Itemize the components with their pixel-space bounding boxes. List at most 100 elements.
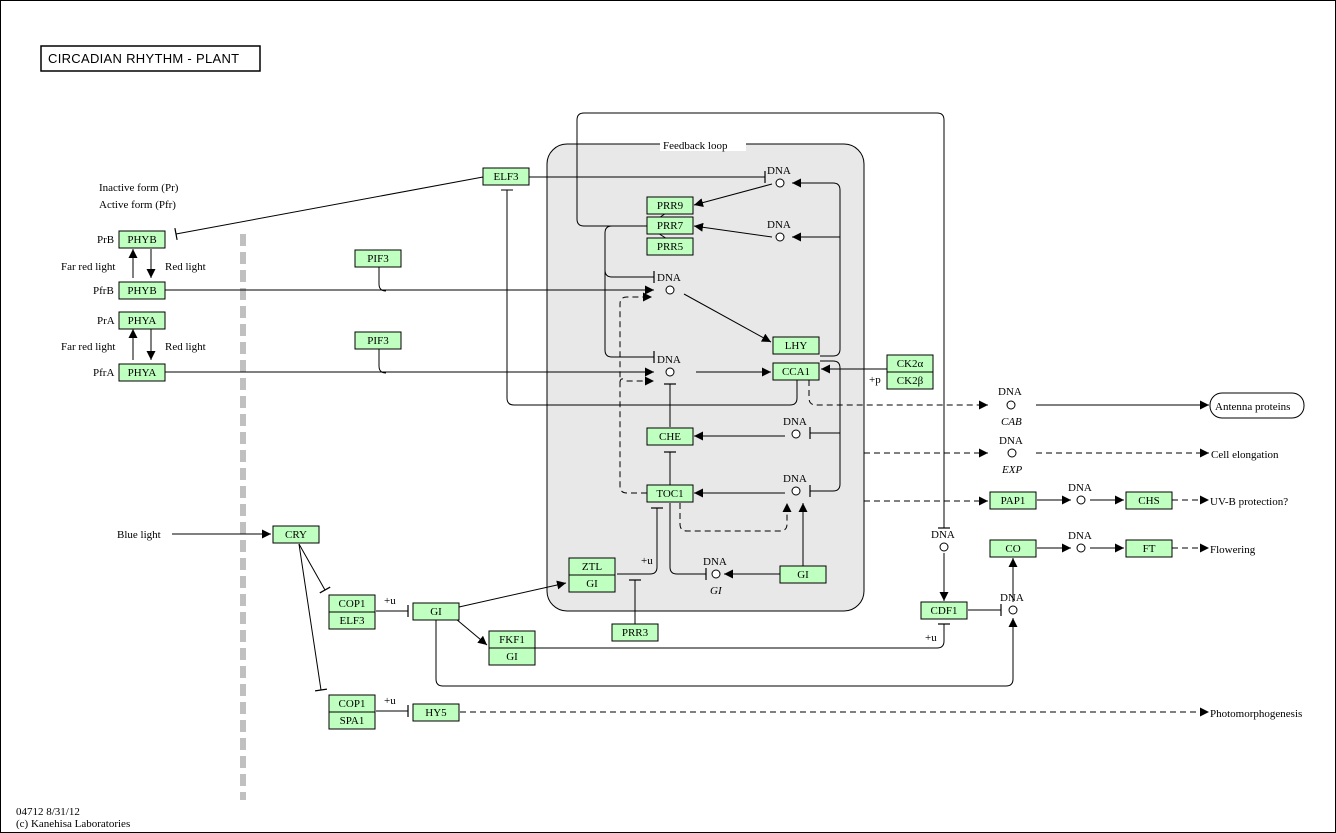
gene-label: ELF3 — [339, 615, 365, 627]
gene-label: PAP1 — [1001, 495, 1026, 507]
label-far-red-1: Far red light — [61, 261, 115, 273]
gene-label: GI — [506, 651, 518, 663]
gene-co[interactable]: CO — [989, 539, 1037, 558]
dna-node-lhy: DNA — [657, 272, 681, 295]
gene-chs[interactable]: CHS — [1125, 491, 1173, 510]
label-plus-u-ztl: +u — [641, 555, 653, 567]
label-red-1: Red light — [165, 261, 206, 273]
gene-label: PRR5 — [657, 241, 684, 253]
footer-copyright: (c) Kanehisa Laboratories — [16, 818, 130, 830]
dna-label: DNA — [657, 354, 681, 366]
gene-lhy[interactable]: LHY — [772, 336, 820, 355]
gene-label: PHYA — [128, 315, 157, 327]
label-pra: PrA — [97, 315, 115, 327]
dna-label: DNA — [1000, 592, 1024, 604]
gene-prr3[interactable]: PRR3 — [611, 623, 659, 642]
gene-label: CK2α — [897, 358, 924, 370]
gene-label: PIF3 — [367, 335, 389, 347]
label-cell-elongation: Cell elongation — [1211, 449, 1279, 461]
gene-elf3-b[interactable]: ELF3 — [328, 611, 376, 630]
gene-gi-main[interactable]: GI — [412, 602, 460, 621]
label-plus-u-cop1-spa1: +u — [384, 695, 396, 707]
gene-phyb-pr[interactable]: PHYB — [118, 230, 166, 249]
dna-node-prr7: DNA — [767, 219, 791, 242]
label-plus-p: +p — [869, 374, 881, 386]
dna-node-cdf1: DNA — [931, 529, 955, 552]
gene-fkf1-gi[interactable]: GI — [488, 647, 536, 666]
gene-label: HY5 — [425, 707, 447, 719]
label-gi-italic: GI — [710, 585, 723, 597]
gene-label: TOC1 — [656, 488, 683, 500]
dna-label: DNA — [999, 435, 1023, 447]
gene-label: PRR9 — [657, 200, 684, 212]
gene-spa1[interactable]: SPA1 — [328, 711, 376, 730]
label-exp: EXP — [1001, 464, 1022, 476]
gene-label: PRR3 — [622, 627, 649, 639]
gene-elf3[interactable]: ELF3 — [482, 167, 530, 186]
dna-node-top: DNA — [767, 165, 791, 188]
gene-pif3-b[interactable]: PIF3 — [354, 331, 402, 350]
legend-active: Active form (Pfr) — [99, 199, 176, 211]
label-red-2: Red light — [165, 341, 206, 353]
gene-pif3-a[interactable]: PIF3 — [354, 249, 402, 268]
dna-label: DNA — [767, 219, 791, 231]
gene-ck2b[interactable]: CK2β — [886, 371, 934, 390]
label-plus-u-cop1-elf3: +u — [384, 595, 396, 607]
gene-cca1[interactable]: CCA1 — [772, 362, 820, 381]
gene-gi-loop[interactable]: GI — [779, 565, 827, 584]
gene-cdf1[interactable]: CDF1 — [920, 601, 968, 620]
gene-ft[interactable]: FT — [1125, 539, 1173, 558]
dna-label: DNA — [1068, 530, 1092, 542]
antenna-proteins-node: Antenna proteins — [1209, 392, 1305, 419]
edges — [128, 112, 1209, 717]
dna-node-toc1: DNA — [783, 473, 807, 496]
gene-prr5[interactable]: PRR5 — [646, 237, 694, 256]
genes: ELF3 PHYB PHYB PHYA PHYA PIF3 PIF3 PRR9 … — [118, 167, 1173, 730]
gene-cop1-a[interactable]: COP1 — [328, 594, 376, 613]
feedback-label-bg — [660, 137, 746, 151]
dna-label: DNA — [998, 386, 1022, 398]
label-antenna-proteins: Antenna proteins — [1215, 401, 1290, 413]
dna-node-cca1: DNA — [657, 354, 681, 377]
dna-node-ft: DNA — [1068, 530, 1092, 553]
feedback-loop-label: Feedback loop — [663, 140, 728, 152]
gene-ck2a[interactable]: CK2α — [886, 354, 934, 373]
gene-label: CHE — [659, 431, 681, 443]
gene-fkf1[interactable]: FKF1 — [488, 630, 536, 649]
gene-phya-pr[interactable]: PHYA — [118, 311, 166, 330]
gene-label: GI — [430, 606, 442, 618]
gene-label: SPA1 — [340, 715, 365, 727]
gene-ztl[interactable]: ZTL — [568, 557, 616, 576]
dna-label: DNA — [1068, 482, 1092, 494]
dna-node-chs: DNA — [1068, 482, 1092, 505]
gene-label: CO — [1005, 543, 1020, 555]
gene-phya-pfr[interactable]: PHYA — [118, 363, 166, 382]
label-prb: PrB — [97, 234, 114, 246]
label-blue-light: Blue light — [117, 529, 161, 541]
gene-prr7[interactable]: PRR7 — [646, 216, 694, 235]
gene-hy5[interactable]: HY5 — [412, 703, 460, 722]
gene-label: PRR7 — [657, 220, 684, 232]
gene-label: ELF3 — [493, 171, 519, 183]
gene-label: CCA1 — [782, 366, 810, 378]
gene-toc1[interactable]: TOC1 — [646, 484, 694, 503]
gene-label: LHY — [785, 340, 808, 352]
gene-label: PHYB — [127, 234, 156, 246]
gene-pap1[interactable]: PAP1 — [989, 491, 1037, 510]
gene-che[interactable]: CHE — [646, 427, 694, 446]
label-photomorphogenesis: Photomorphogenesis — [1210, 708, 1302, 720]
gene-phyb-pfr[interactable]: PHYB — [118, 281, 166, 300]
label-pfra: PfrA — [93, 367, 114, 379]
dna-node-che: DNA — [783, 416, 807, 439]
gene-prr9[interactable]: PRR9 — [646, 196, 694, 215]
gene-label: COP1 — [339, 698, 366, 710]
dna-nodes: DNA DNA DNA DNA DNA DNA DNA DNA DNA DNA … — [657, 165, 1092, 615]
dna-label: DNA — [767, 165, 791, 177]
dna-label: DNA — [783, 416, 807, 428]
side-labels: PrB PfrB PrA PfrA Far red light Red ligh… — [61, 234, 1302, 720]
gene-cop1-b[interactable]: COP1 — [328, 694, 376, 713]
gene-ztl-gi[interactable]: GI — [568, 574, 616, 593]
gene-cry[interactable]: CRY — [272, 525, 320, 544]
gene-label: FKF1 — [499, 634, 525, 646]
